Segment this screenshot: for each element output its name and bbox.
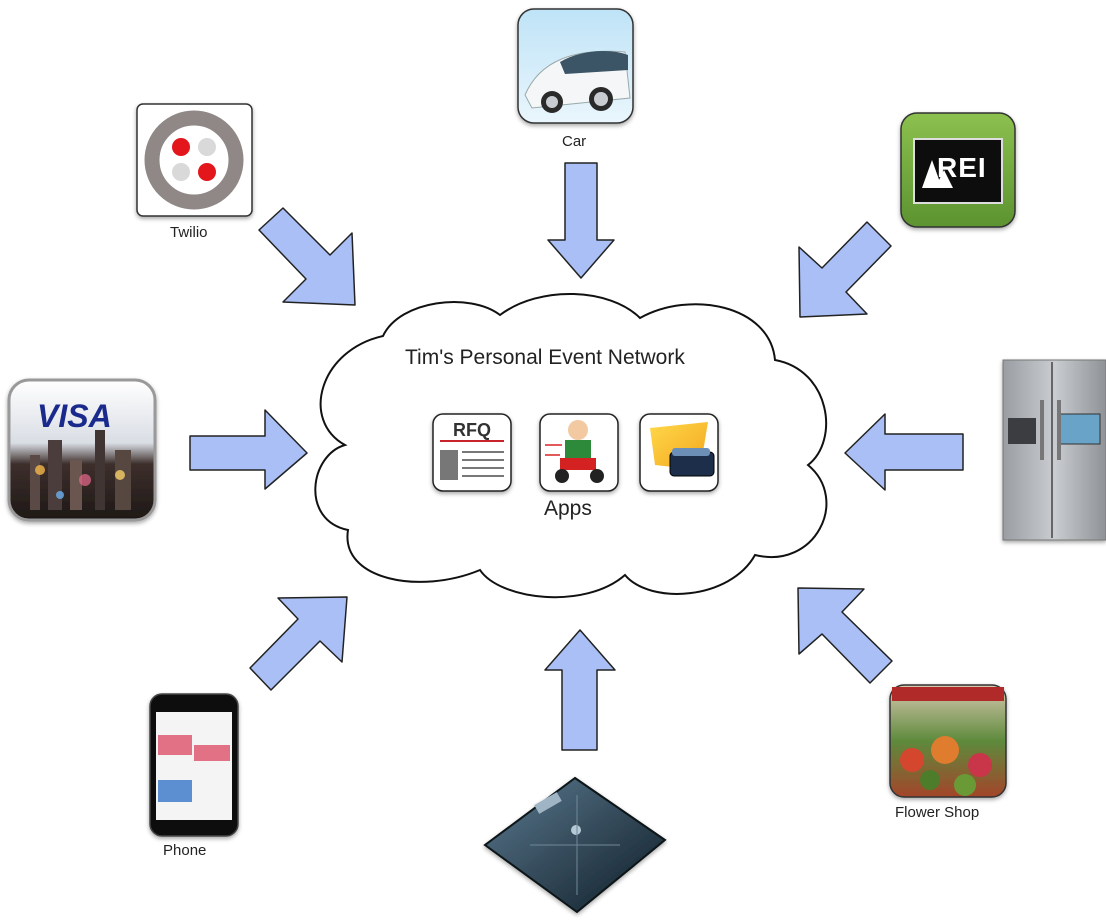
rfq-app-icon[interactable]: RFQ [432, 413, 512, 492]
scooter-app-icon[interactable] [539, 413, 619, 492]
arrows [189, 162, 964, 751]
rei-logo-text: REI [937, 152, 987, 183]
visa-icon [7, 378, 157, 522]
fridge-icon [1002, 359, 1106, 541]
arrow-phone-diag [249, 596, 348, 691]
arrow-rei-diag [798, 221, 892, 318]
scale-icon [483, 776, 667, 914]
flower-shop-icon [889, 684, 1007, 798]
twilio-label: Twilio [170, 224, 208, 241]
phone-label: Phone [163, 842, 207, 859]
arrow-fridge-left [844, 413, 964, 491]
phone-icon [149, 693, 239, 837]
arrow-flower-diag [797, 587, 893, 684]
tools-app-icon[interactable] [639, 413, 719, 492]
arrow-twilio-diag [258, 207, 356, 306]
arrow-scale-up [544, 629, 616, 751]
arrow-car-down [547, 162, 615, 279]
rei-icon [900, 112, 1016, 228]
flower-shop-label: Flower Shop [895, 804, 980, 821]
svg-text:RFQ: RFQ [453, 420, 491, 440]
cloud-title: Tim's Personal Event Network [405, 346, 685, 369]
visa-logo-text: VISA [37, 398, 112, 434]
arrow-visa-right [189, 409, 308, 490]
car-icon [517, 8, 634, 124]
car-label: Car [562, 133, 587, 150]
apps-label: Apps [544, 497, 592, 520]
twilio-icon [136, 103, 253, 217]
